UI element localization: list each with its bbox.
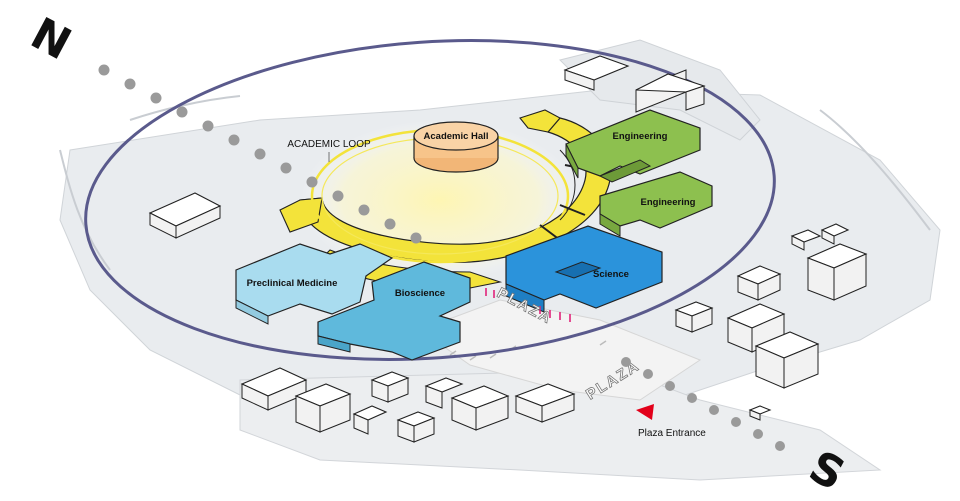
engineering-label-1: Engineering: [613, 131, 668, 142]
building-s-5: [396, 411, 436, 443]
academic-loop-label: ACADEMIC LOOP: [287, 139, 371, 150]
building-s-3: [370, 371, 410, 403]
building-s-9: [748, 405, 772, 421]
building-e-5: [674, 301, 714, 333]
building-e-7: [820, 223, 850, 245]
science-label: Science: [593, 269, 629, 280]
engineering-label-2: Engineering: [641, 197, 696, 208]
building-s-7: [450, 385, 510, 431]
building-ne-1: [635, 69, 706, 113]
bioscience-label: Bioscience: [395, 288, 445, 299]
science-building: Science: [505, 225, 663, 313]
engineering-building-north: Engineering: [565, 109, 701, 183]
building-s-4: [352, 405, 388, 435]
building-s-8: [514, 383, 576, 423]
building-w-1: [148, 192, 222, 239]
north-south-axis: [98, 64, 785, 451]
academic-hall-label: Academic Hall: [424, 131, 489, 142]
building-e-6: [790, 229, 822, 251]
plaza-entrance-label: Plaza Entrance: [638, 428, 706, 439]
surrounding-buildings: [148, 55, 868, 443]
plaza-crosswalk: [485, 288, 571, 322]
bioscience-building: Bioscience: [317, 261, 471, 361]
campus-ring: [84, 39, 776, 361]
building-e-4: [754, 331, 820, 389]
north-letter: N: [23, 8, 79, 70]
building-e-2: [736, 265, 782, 301]
red-flag-icon: [636, 404, 654, 420]
building-s-2: [294, 383, 352, 433]
engineering-building-south: Engineering: [599, 171, 713, 237]
building-e-1: [806, 243, 868, 301]
academic-hall: Academic Hall: [413, 121, 499, 173]
building-ne-2: [563, 55, 630, 91]
preclinical-building: Preclinical Medicine: [235, 243, 394, 325]
building-s-6: [424, 377, 464, 409]
preclinical-label: Preclinical Medicine: [247, 278, 338, 289]
building-s-1: [240, 367, 308, 411]
